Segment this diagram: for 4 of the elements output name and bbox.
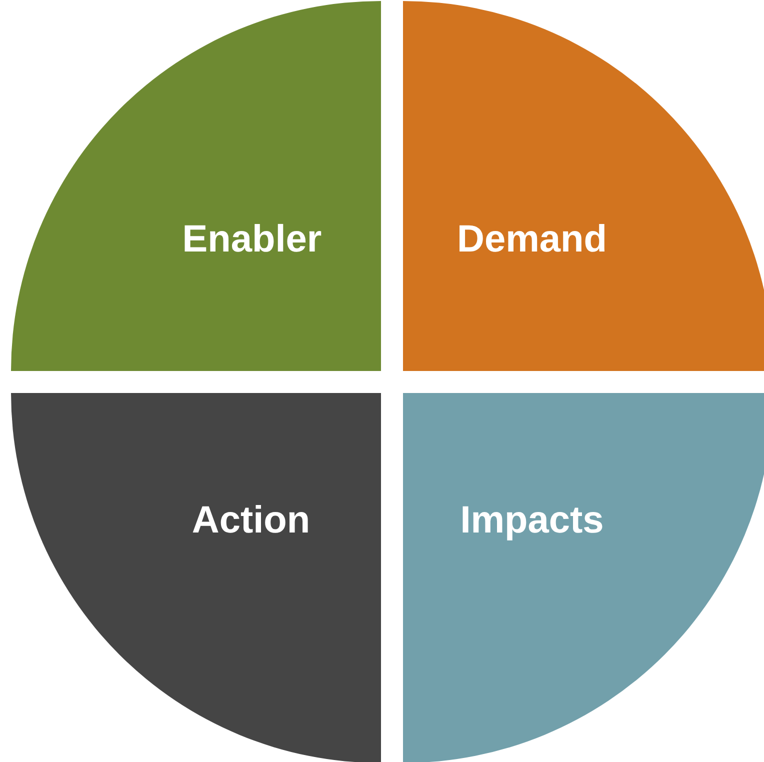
segment-label: Enabler: [182, 218, 322, 262]
segment-label: Action: [192, 500, 310, 542]
segment-label: Demand: [457, 218, 607, 262]
segment-label: Impacts: [460, 500, 604, 542]
